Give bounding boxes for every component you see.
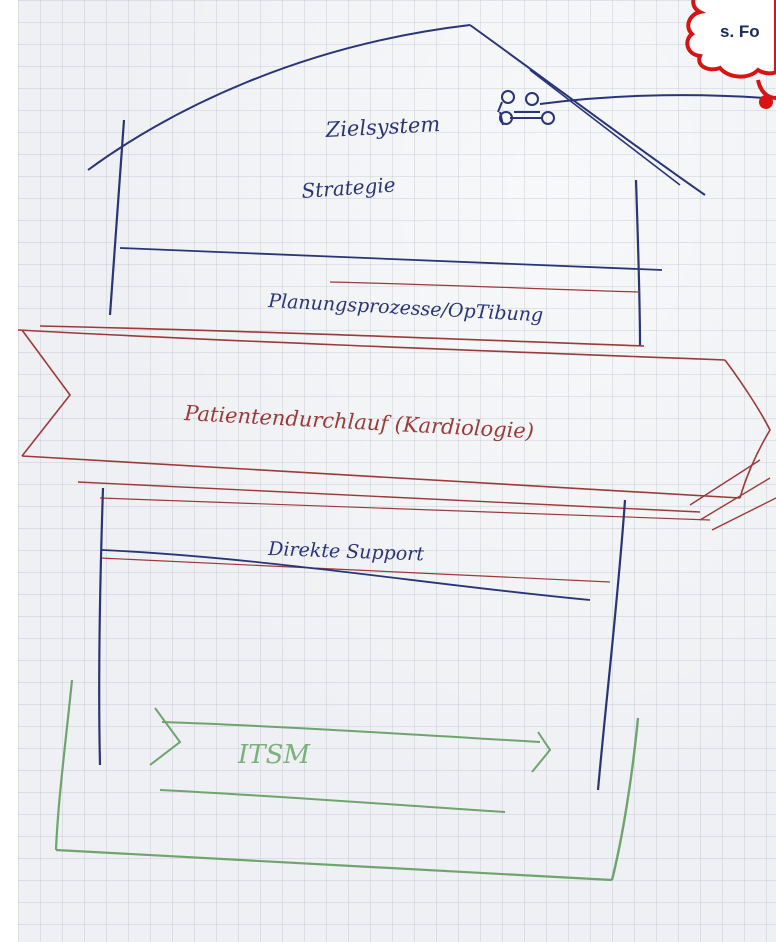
callout-cloud-tail (756, 79, 776, 100)
support-band-line (99, 497, 711, 521)
label-itsm: ITSM (237, 740, 311, 770)
label-planung: Planungsprozesse/OpTibung (267, 290, 544, 326)
label-support: Direkte Support (267, 538, 425, 565)
itsm-arrow-bottom (159, 789, 506, 813)
roof-cross-stroke (529, 69, 681, 186)
itsm-arrow-tail (149, 707, 182, 766)
patient-flow-head (724, 359, 771, 499)
itsm-base-right (610, 717, 640, 881)
planning-band-bottom (39, 325, 645, 347)
support-band-bottom (99, 557, 611, 583)
lower-right-wall (596, 499, 627, 791)
itsm-base-bottom (55, 848, 613, 882)
roof-line-left (87, 24, 471, 171)
left-wall (108, 119, 126, 316)
patient-flow-tail (21, 329, 72, 457)
right-wall (634, 179, 642, 346)
itsm-base-left (54, 679, 74, 851)
itsm-arrow-head (531, 731, 552, 773)
patient-flow-band-bottom (21, 455, 741, 499)
support-band-top (77, 481, 701, 513)
label-patienten: Patientendurchlauf (Kardiologie) (183, 401, 535, 443)
label-zielsystem: Zielsystem (324, 112, 441, 142)
itsm-arrow-top (161, 721, 541, 743)
strategy-separator (119, 247, 663, 271)
patient-flow-band-top (17, 329, 726, 361)
callout-cloud: s. Fo (685, 0, 776, 109)
support-underline (101, 549, 591, 601)
lower-left-wall (98, 487, 105, 766)
callout-cloud-shape (685, 0, 776, 79)
grid-paper (18, 0, 776, 942)
strategy-separator-underline (329, 281, 641, 293)
zielsystem-symbol (497, 90, 555, 126)
roof-line-right (469, 24, 706, 196)
label-strategie: Strategie (301, 172, 397, 203)
callout-cloud-dot (759, 95, 773, 109)
patient-flow-head-hatch (689, 459, 776, 531)
callout-connector (539, 94, 766, 105)
callout-text: s. Fo (720, 22, 760, 41)
